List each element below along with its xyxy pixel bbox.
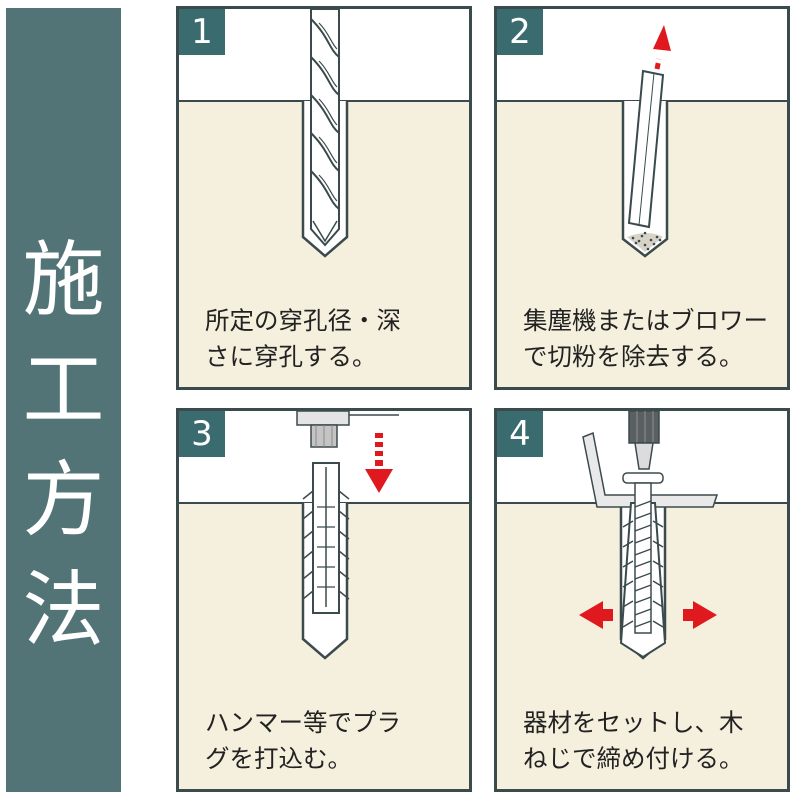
- sidebar-title-char: 施: [22, 233, 105, 328]
- step-4-caption: 器材をセットし、木 ねじで締め付ける。: [523, 705, 777, 777]
- step-1-illustration: [179, 9, 469, 258]
- step-1-panel: 1 所定の穿孔径・深 さに穿孔する。: [176, 6, 472, 390]
- drill-bit-icon: [310, 9, 340, 247]
- sidebar-title-char: 方: [22, 453, 105, 548]
- step-2-panel: 2 集塵機またはブロワー で切粉を除去する。: [494, 6, 790, 390]
- screw-icon: [622, 472, 664, 634]
- step-number-badge: 4: [497, 411, 543, 457]
- sidebar-title: 施 工 方 法: [6, 226, 121, 666]
- right-arrow-icon: [683, 601, 717, 629]
- down-arrow-icon: [365, 433, 393, 493]
- step-number-badge: 2: [497, 9, 543, 55]
- step-3-panel: 3 ハンマー等でプラ グを打込む。: [176, 408, 472, 792]
- blower-nozzle-icon: [627, 69, 665, 229]
- step-2-caption: 集塵機またはブロワー で切粉を除去する。: [523, 303, 777, 375]
- step-3-illustration: [179, 411, 469, 660]
- caption-line: さに穿孔する。: [205, 342, 377, 371]
- step-1-caption: 所定の穿孔径・深 さに穿孔する。: [205, 303, 459, 375]
- dust-icon: [627, 231, 663, 252]
- step-4-illustration: [497, 411, 787, 660]
- step-number-badge: 3: [179, 411, 225, 457]
- sidebar-title-char: 法: [22, 563, 105, 658]
- caption-line: ねじで締め付ける。: [523, 744, 744, 773]
- up-arrow-icon: [653, 25, 671, 70]
- caption-line: で切粉を除去する。: [523, 342, 744, 371]
- plug-icon: [302, 462, 350, 614]
- left-arrow-icon: [579, 601, 613, 629]
- caption-line: 所定の穿孔径・深: [205, 306, 401, 335]
- step-3-caption: ハンマー等でプラ グを打込む。: [205, 705, 459, 777]
- hammer-icon: [296, 411, 350, 448]
- bracket-icon: [582, 431, 719, 508]
- sidebar-title-char: 工: [22, 343, 105, 438]
- caption-line: 器材をセットし、木: [523, 708, 744, 737]
- step-2-illustration: [497, 9, 787, 258]
- step-number-badge: 1: [179, 9, 225, 55]
- screwdriver-icon: [628, 411, 660, 470]
- caption-line: グを打込む。: [205, 744, 352, 773]
- caption-line: ハンマー等でプラ: [205, 708, 401, 737]
- step-4-panel: 4 器材をセットし、木 ねじで締め付ける。: [494, 408, 790, 792]
- sidebar: 施 工 方 法: [6, 8, 121, 792]
- caption-line: 集塵機またはブロワー: [523, 306, 768, 335]
